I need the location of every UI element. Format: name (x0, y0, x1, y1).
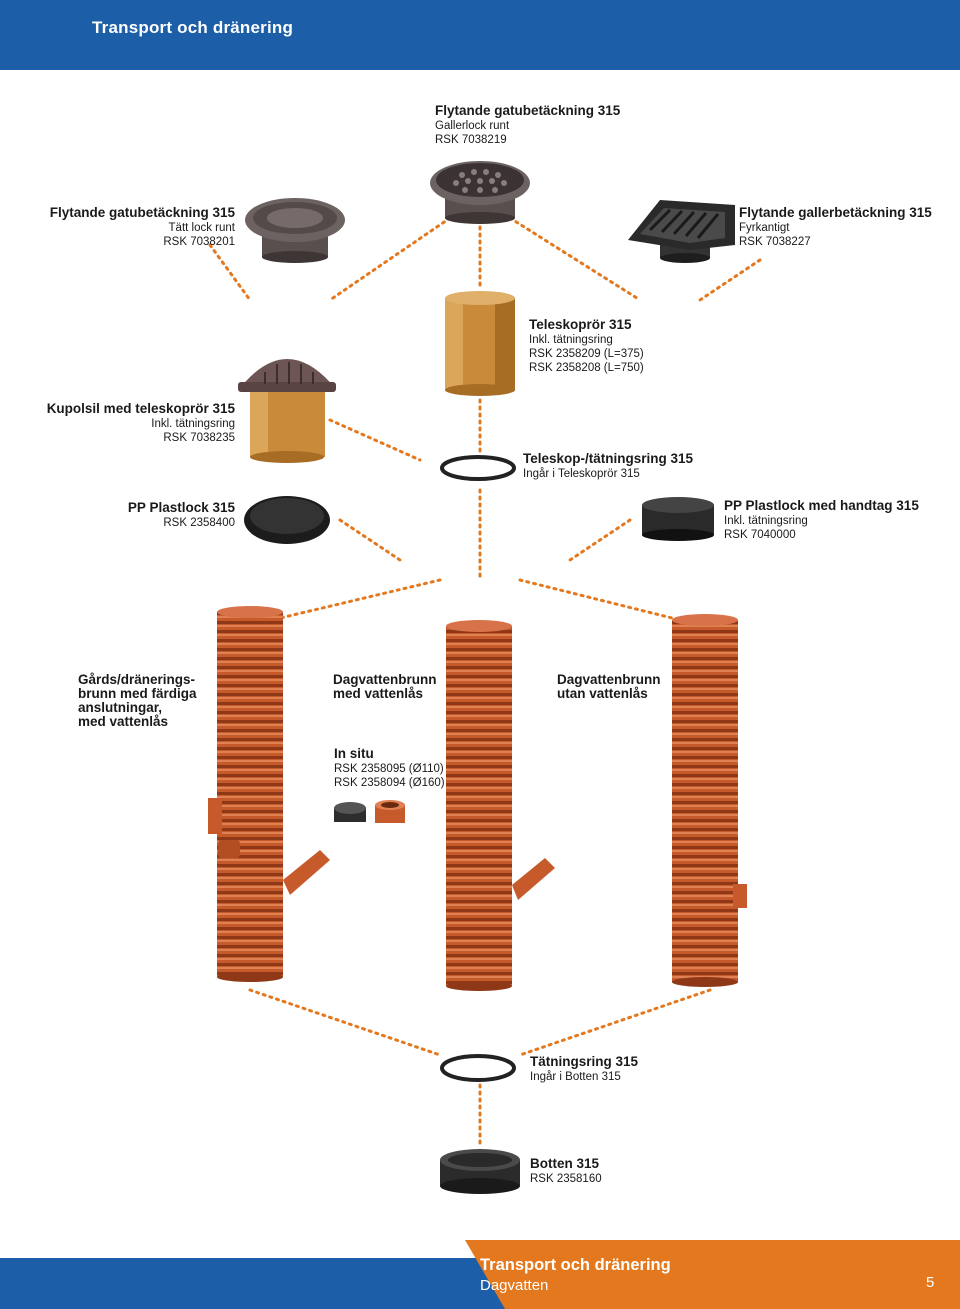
footer-title: Transport och dränering (480, 1256, 671, 1274)
label-line: med vattenlås (78, 714, 169, 729)
label-pp-handtag: PP Plastlock med handtag 315 Inkl. tätni… (724, 498, 919, 542)
product-rsk: RSK 2358208 (L=750) (529, 362, 644, 374)
connector-line (228, 578, 442, 632)
product-rsk: RSK 2358095 (Ø110) (334, 763, 444, 775)
label-line: anslutningar, (78, 700, 163, 715)
label-pp-plastlock: PP Plastlock 315 RSK 2358400 (128, 500, 235, 530)
product-title: Flytande gatubetäckning 315 (435, 103, 621, 118)
connector-line (248, 988, 442, 1057)
label-in-situ: In situ RSK 2358095 (Ø110) RSK 2358094 (… (334, 746, 445, 790)
label-dagvatten-med: Dagvattenbrunn med vattenlås (333, 673, 437, 701)
product-title: PP Plastlock med handtag 315 (724, 498, 919, 513)
label-line: utan vattenlås (557, 686, 648, 701)
product-rsk: RSK 7040000 (724, 529, 796, 541)
round-solid-cover-image (245, 198, 345, 263)
product-title: Flytande gatubetäckning 315 (49, 205, 235, 220)
product-desc: Tätt lock runt (168, 222, 235, 234)
product-rsk: RSK 2358160 (530, 1173, 602, 1185)
product-desc: Inkl. tätningsring (529, 334, 613, 346)
product-rsk: RSK 7038235 (163, 432, 235, 444)
product-title: Teleskop-/tätningsring 315 (523, 451, 694, 466)
label-dagvatten-utan: Dagvattenbrunn utan vattenlås (557, 673, 661, 701)
connector-line (328, 418, 422, 462)
in-situ-seals-image (334, 800, 405, 823)
label-teleskop-ring: Teleskop-/tätningsring 315 Ingår i Teles… (523, 451, 693, 481)
product-desc: Fyrkantigt (739, 222, 790, 234)
product-desc: Ingår i Botten 315 (530, 1071, 621, 1083)
pp-plastlock-handle-image (642, 497, 714, 541)
product-rsk: RSK 7038201 (163, 236, 235, 248)
label-gatu-galler: Flytande gatubetäckning 315 Gallerlock r… (435, 103, 620, 147)
product-diagram (208, 161, 762, 1194)
label-tatningsring: Tätningsring 315 Ingår i Botten 315 (530, 1054, 638, 1084)
stormwater-well-no-trap-image (672, 614, 747, 987)
product-rsk: RSK 2358094 (Ø160) (334, 777, 445, 789)
product-rsk: RSK 7038219 (435, 134, 507, 146)
footer-blue-band (0, 1258, 520, 1309)
product-title: Botten 315 (530, 1156, 600, 1171)
label-teleskoprör: Teleskoprör 315 Inkl. tätningsring RSK 2… (529, 317, 644, 375)
product-title: Kupolsil med teleskoprör 315 (46, 401, 235, 416)
stormwater-well-trap-image (446, 620, 555, 991)
telescope-pipe-image (445, 291, 515, 396)
product-desc: Inkl. tätningsring (724, 515, 808, 527)
label-botten: Botten 315 RSK 2358160 (530, 1156, 602, 1186)
round-grate-cover-image (430, 161, 530, 224)
connector-line (208, 243, 252, 302)
connector-line (518, 578, 722, 632)
header-title: Transport och dränering (92, 18, 294, 37)
label-line: Dagvattenbrunn (333, 672, 437, 687)
connector-line (698, 258, 762, 302)
product-title: PP Plastlock 315 (127, 500, 235, 515)
bottom-image (440, 1149, 520, 1194)
product-desc: Inkl. tätningsring (151, 418, 235, 430)
product-title: Flytande gallerbetäckning 315 (739, 205, 932, 220)
yard-drain-well-image (208, 606, 330, 982)
label-gards-brunn: Gårds/dränerings- brunn med färdiga ansl… (78, 673, 197, 729)
footer-subtitle: Dagvatten (480, 1277, 549, 1294)
connector-line (508, 216, 642, 302)
telescope-ring-image (440, 455, 516, 481)
product-rsk: RSK 2358400 (163, 517, 235, 529)
product-desc: Gallerlock runt (435, 120, 510, 132)
label-kupolsil: Kupolsil med teleskoprör 315 Inkl. tätni… (47, 401, 235, 445)
connector-line (328, 216, 452, 302)
connector-line (338, 518, 402, 562)
product-desc: Ingår i Teleskoprör 315 (523, 468, 640, 480)
label-gatu-tatt: Flytande gatubetäckning 315 Tätt lock ru… (50, 205, 235, 249)
page-header: Transport och dränering (0, 0, 960, 70)
connector-line (518, 988, 712, 1057)
sealing-ring-image (440, 1054, 516, 1082)
dome-grate-image (238, 359, 336, 463)
product-title: Teleskoprör 315 (529, 317, 632, 332)
product-rsk: RSK 7038227 (739, 236, 811, 248)
footer-orange-band (465, 1240, 960, 1309)
page-number: 5 (926, 1274, 935, 1291)
label-line: med vattenlås (333, 686, 424, 701)
label-line: Dagvattenbrunn (557, 672, 661, 687)
label-line: brunn med färdiga (78, 686, 197, 701)
square-grate-cover-image (628, 200, 735, 263)
label-line: Gårds/dränerings- (78, 672, 196, 687)
product-title: Tätningsring 315 (530, 1054, 639, 1069)
pp-plastlock-image (244, 496, 330, 544)
connector-line (568, 518, 632, 562)
product-title: In situ (334, 746, 374, 761)
label-galler-fyrkant: Flytande gallerbetäckning 315 Fyrkantigt… (739, 205, 932, 249)
product-rsk: RSK 2358209 (L=375) (529, 348, 644, 360)
